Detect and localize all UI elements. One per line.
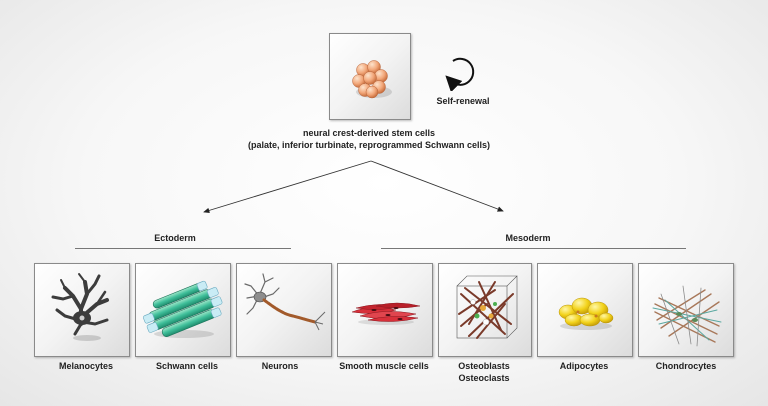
smooth-muscle-box <box>337 263 433 357</box>
bone-cube-icon <box>456 275 518 339</box>
mesoderm-label: Mesoderm <box>505 233 551 243</box>
stem-cell-sources: (palate, inferior turbinate, reprogramme… <box>247 140 491 150</box>
cell-label-adipocytes: Adipocytes <box>559 361 609 371</box>
neuron-icon <box>244 273 326 331</box>
cell-label-smooth-muscle: Smooth muscle cells <box>339 361 429 371</box>
schwann-cell-icon <box>143 280 223 338</box>
ectoderm-label: Ectoderm <box>154 233 196 243</box>
smooth-muscle-icon <box>351 302 421 325</box>
arrow-to-ectoderm <box>203 160 372 214</box>
stem-cell-cluster-icon <box>352 60 392 99</box>
mesoderm-divider <box>381 248 686 249</box>
schwann-cells-box <box>135 263 231 357</box>
chondrocyte-icon <box>652 285 722 347</box>
cell-label-schwann: Schwann cells <box>155 361 219 371</box>
cell-label-chondrocytes: Chondrocytes <box>655 361 717 371</box>
chondrocytes-box <box>638 263 734 357</box>
cell-label-neurons: Neurons <box>261 361 299 371</box>
osteo-box <box>438 263 532 357</box>
cell-label-melanocytes: Melanocytes <box>58 361 114 371</box>
melanocytes-box <box>34 263 130 357</box>
stem-cell-title: neural crest-derived stem cells <box>302 128 436 138</box>
cell-label-osteoclasts: Osteoclasts <box>458 373 510 383</box>
stem-cell-box <box>329 33 411 120</box>
adipocytes-box <box>537 263 633 357</box>
adipocyte-icon <box>558 297 614 330</box>
self-renewal-label: Self-renewal <box>436 96 490 106</box>
neurons-box <box>236 263 332 357</box>
self-renewal-arrow-icon <box>445 57 475 91</box>
arrow-to-mesoderm <box>370 160 504 212</box>
ectoderm-divider <box>75 248 291 249</box>
cell-label-osteoblasts: Osteoblasts <box>458 361 510 371</box>
melanocyte-icon <box>51 273 109 341</box>
